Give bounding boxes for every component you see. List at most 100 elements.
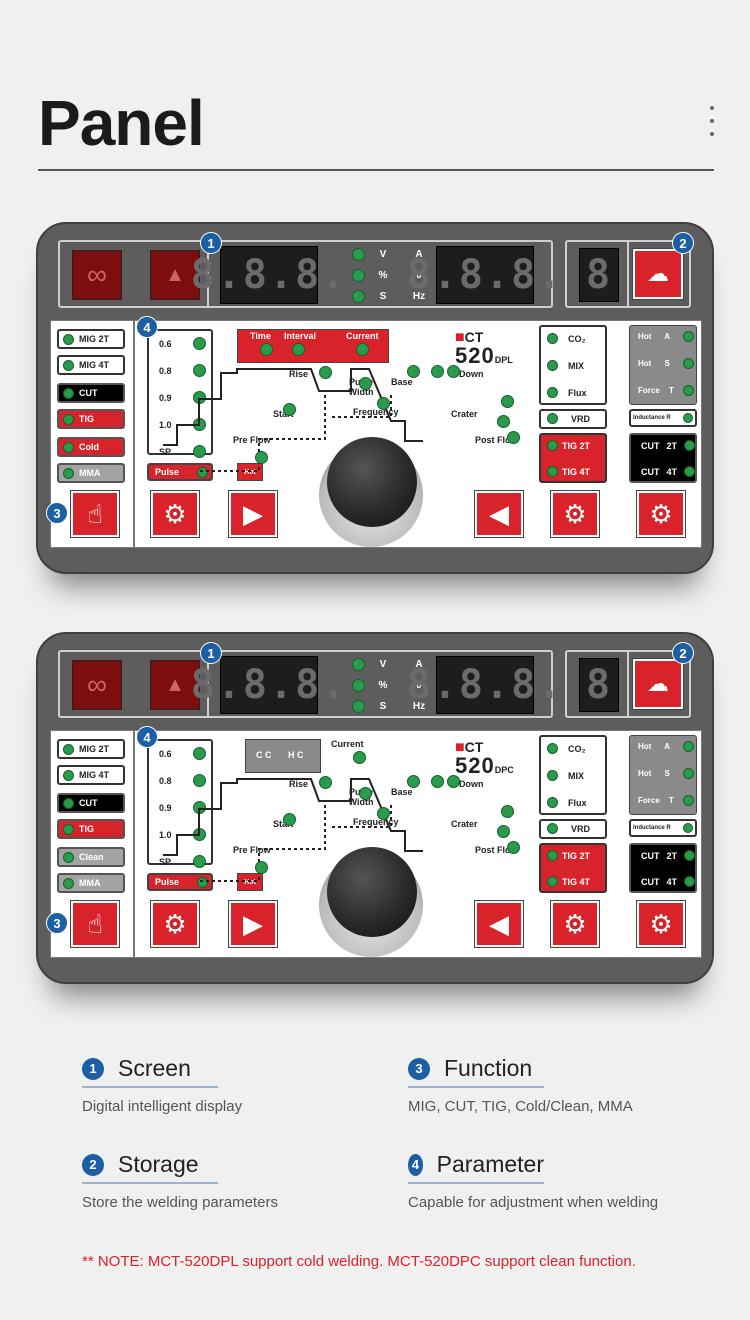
settings-button-mid[interactable]: ⚙ [550, 900, 600, 948]
frequency-label: Frequency [353, 817, 399, 827]
inductance-toggle[interactable]: Inductance R [629, 819, 697, 837]
tig-mode-label: TIG 4T [562, 466, 591, 477]
play-left-icon: ◀ [489, 498, 509, 529]
mode-label: Clean [79, 852, 104, 862]
unit-label: Hz [412, 291, 426, 302]
cut-mode-suffix: 2T [666, 850, 677, 861]
cut-mode-label: CUT [641, 876, 660, 887]
badge-number-icon: 3 [408, 1057, 430, 1080]
mode-option[interactable]: CUT [57, 793, 125, 813]
mode-option[interactable]: MIG 4T [57, 355, 125, 375]
indicator-led [501, 395, 514, 408]
hot-setting-label: Hot [638, 332, 652, 341]
settings-button-left[interactable]: ⚙ [150, 490, 200, 538]
mode-label: MMA [79, 468, 101, 478]
settings-button-left[interactable]: ⚙ [150, 900, 200, 948]
cut-mode-label: CUT [641, 850, 660, 861]
mode-option[interactable]: Cold [57, 437, 125, 457]
pre-flow-label: Pre Flow [233, 435, 271, 445]
frequency-label: Frequency [353, 407, 399, 417]
wire-size-label: 0.9 [159, 393, 172, 403]
more-options-icon[interactable] [708, 106, 716, 144]
indicator-led [63, 769, 74, 781]
mode-option[interactable]: CUT [57, 383, 125, 403]
next-button[interactable]: ▶ [228, 490, 278, 538]
tig-mode-label: TIG 2T [562, 850, 591, 861]
gas-check-button[interactable]: ▲ [150, 660, 200, 710]
function-button[interactable]: ☝ [70, 900, 120, 948]
adjustment-knob[interactable] [313, 847, 431, 957]
settings-button-right[interactable]: ⚙ [636, 490, 686, 538]
mode-option[interactable]: MIG 2T [57, 329, 125, 349]
adjustment-knob[interactable] [313, 437, 431, 547]
mode-option[interactable]: MIG 4T [57, 765, 125, 785]
wire-spool-button[interactable]: ∞ [72, 660, 122, 710]
left-display: 8.8.8. [191, 246, 345, 304]
mode-option[interactable]: MIG 2T [57, 739, 125, 759]
mode-option[interactable]: Clean [57, 847, 125, 867]
indicator-led [63, 877, 74, 889]
indicator-led [352, 658, 365, 671]
function-button[interactable]: ☝ [70, 490, 120, 538]
gas-label: MIX [568, 360, 585, 371]
vrd-toggle[interactable]: VRD [539, 409, 607, 429]
mode-label: MIG 2T [79, 334, 110, 344]
wire-size-label: 0.9 [159, 803, 172, 813]
tig-mode-selector[interactable]: TIG 2T TIG 4T [539, 843, 607, 893]
indicator-led [353, 751, 366, 764]
indicator-led [407, 365, 420, 378]
indicator-led [319, 366, 332, 379]
settings-button-mid[interactable]: ⚙ [550, 490, 600, 538]
gas-check-button[interactable]: ▲ [150, 250, 200, 300]
inductance-toggle[interactable]: Inductance R [629, 409, 697, 427]
indicator-led [319, 776, 332, 789]
mode-option[interactable]: MMA [57, 463, 125, 483]
indicator-led [507, 431, 520, 444]
indicator-led [682, 331, 694, 342]
storage-button[interactable]: ☁ [632, 658, 684, 710]
gear-icon: ⚙ [649, 908, 673, 939]
tig-mode-label: TIG 4T [562, 876, 591, 887]
cloud-sync-icon: ☁ [647, 261, 669, 286]
time-label: Time [250, 331, 271, 341]
unit-label: A [415, 249, 423, 260]
indicator-led [547, 823, 558, 834]
mode-label: CUT [79, 798, 98, 808]
cut-mode-suffix: 2T [666, 440, 677, 451]
wire-size-label: SP [159, 857, 172, 867]
indicator-led [255, 861, 268, 874]
mode-option[interactable]: MMA [57, 873, 125, 893]
indicator-led [193, 855, 206, 868]
storage-button[interactable]: ☁ [632, 248, 684, 300]
indicator-led [352, 700, 365, 713]
indicator-led [352, 269, 365, 282]
previous-button[interactable]: ◀ [474, 900, 524, 948]
indicator-led [547, 797, 558, 808]
mode-option[interactable]: TIG [57, 409, 125, 429]
badge-4-icon: 4 [136, 726, 158, 748]
indicator-led [547, 440, 558, 451]
current-label: Current [346, 331, 379, 341]
settings-button-right[interactable]: ⚙ [636, 900, 686, 948]
indicator-led [683, 440, 695, 451]
mode-option[interactable]: TIG [57, 819, 125, 839]
indicator-led [63, 851, 74, 863]
indicator-led [356, 343, 369, 356]
next-button[interactable]: ▶ [228, 900, 278, 948]
vrd-toggle[interactable]: VRD [539, 819, 607, 839]
post-flow-label: Post Flow [475, 845, 518, 855]
previous-button[interactable]: ◀ [474, 490, 524, 538]
wire-spool-button[interactable]: ∞ [72, 250, 122, 300]
